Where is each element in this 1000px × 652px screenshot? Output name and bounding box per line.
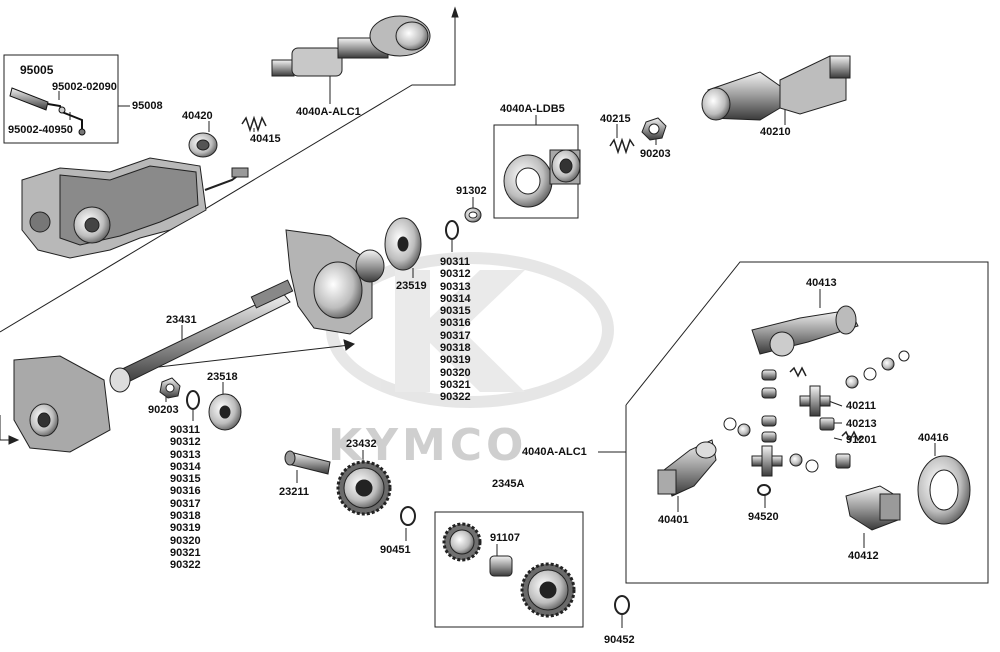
gear-set-2345a-part [442,522,576,618]
label-95002-02090: 95002-02090 [52,81,117,93]
shim-list-item: 90315 [170,473,201,486]
label-95008: 95008 [132,100,163,112]
shim-list-item: 90322 [170,559,201,572]
label-40412: 40412 [848,550,879,562]
seal-bearing-ldb5-part [503,149,581,208]
shaft-23431-part [109,279,294,393]
label-4040a-alc1-top: 4040A-ALC1 [296,106,361,118]
label-23211: 23211 [279,486,309,498]
transmission-housing-part [21,157,249,259]
yoke-40413-part [751,305,859,357]
label-40213: 40213 [846,418,877,430]
clip-94520-part [757,484,771,496]
shim-list-item: 90317 [440,329,471,342]
yoke-40401-part [657,439,717,497]
shim-list-item: 90318 [170,510,201,523]
label-94520: 94520 [748,511,779,523]
shim-list-item: 90313 [440,280,471,293]
label-23431: 23431 [166,314,197,326]
shim-list-item: 90311 [170,424,200,436]
label-95002-40950: 95002-40950 [8,124,73,136]
label-40416: 40416 [918,432,949,444]
disc-23518-part [208,393,242,431]
label-40413: 40413 [806,277,837,289]
section-lines [0,6,989,628]
shim-list-lower: 90311 90312 90313 90314 90315 90316 9031… [170,424,201,572]
gear-23432-part [336,460,392,516]
yoke-40412-part [845,485,901,531]
label-40420: 40420 [182,110,213,122]
label-23518: 23518 [207,371,238,383]
label-40215: 40215 [600,113,631,125]
bearing-caps-part [723,350,910,473]
seal-40416-part [917,455,971,525]
label-40211: 40211 [846,400,876,412]
lower-housing-part [13,355,111,453]
label-90451: 90451 [380,544,411,556]
label-40415: 40415 [250,133,281,145]
bearing-40420-part [188,132,218,158]
label-90203-left: 90203 [148,404,179,416]
cable-assembly-part [9,87,86,136]
shim-list-item: 90316 [170,485,201,498]
shim-list-item: 90312 [170,436,201,449]
label-95005: 95005 [20,63,54,77]
shim-list-upper: 90311 90312 90313 90314 90315 90316 9031… [440,256,471,404]
kymco-watermark-text: KYMCO [328,420,528,471]
pinion-23211-part [284,450,331,475]
driveshaft-top-part [271,15,431,77]
shim-list-item: 90322 [440,391,471,404]
spring-40415-part [241,115,267,133]
shim-list-item: 90312 [440,268,471,281]
cross-spider-part [751,385,831,477]
label-90203-top: 90203 [640,148,671,160]
shim-list-item: 90320 [440,366,471,379]
shim-list-item: 90314 [440,292,471,305]
bearing-40213-part [819,417,851,469]
shim-list-item: 90311 [440,256,470,268]
label-91107: 91107 [490,532,520,544]
shim-90451-part [400,506,416,526]
label-23519: 23519 [396,280,427,292]
shim-list-item: 90314 [170,460,201,473]
label-91302: 91302 [456,185,487,197]
label-4040a-ldb5: 4040A-LDB5 [500,103,565,115]
shim-list-item: 90321 [170,546,201,559]
label-40401: 40401 [658,514,689,526]
shim-list-item: 90321 [440,378,471,391]
shim-list-item: 90320 [170,534,201,547]
label-4040a-alc1-mid: 4040A-ALC1 [522,446,587,458]
disc-23519-part [384,217,422,271]
shim-lower-part [186,390,200,410]
shim-list-item: 90313 [170,448,201,461]
shim-upper-part [445,220,459,240]
label-40210: 40210 [760,126,791,138]
circlip-91201-part [789,366,863,442]
nut-90203-left-part [159,377,181,399]
shim-list-item: 90317 [170,497,201,510]
shim-list-item: 90319 [170,522,201,535]
label-2345a: 2345A [492,478,525,490]
label-90452: 90452 [604,634,635,646]
label-23432: 23432 [346,438,377,450]
shim-list-item: 90319 [440,354,471,367]
center-housing-part [285,229,385,335]
shim-90452-part [614,595,630,615]
shim-list-item: 90315 [440,305,471,318]
cv-axle-40210-part [701,55,851,121]
label-91201: 91201 [846,434,877,446]
shim-list-item: 90318 [440,342,471,355]
nut-90203-top-part [641,117,667,141]
spring-40215-part [609,137,635,155]
ring-91302-part [464,207,482,223]
shim-list-item: 90316 [440,317,471,330]
